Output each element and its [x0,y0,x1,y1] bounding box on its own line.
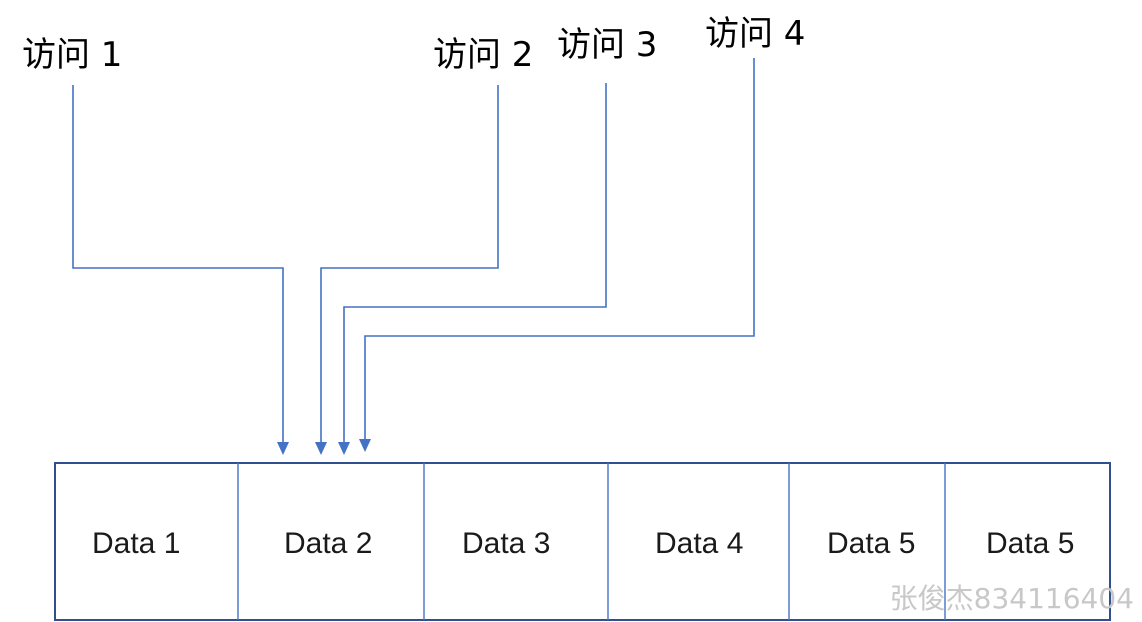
arrow-head-3 [338,442,350,455]
arrow-head-2 [315,442,327,455]
data-cell-1: Data 1 [92,527,180,560]
access-label-2: 访问 2 [433,35,533,75]
access-path-3 [343,83,607,443]
access-label-3: 访问 3 [557,25,657,65]
access-path-1 [72,85,284,443]
arrow-head-1 [277,442,289,455]
data-array: Data 1 Data 2 Data 3 Data 4 Data 5 Data … [54,462,1111,621]
access-path-2 [320,85,499,443]
data-cell-2: Data 2 [284,527,372,560]
watermark-text: 张俊杰834116404 [890,582,1134,615]
data-cell-3: Data 3 [462,527,550,560]
data-cell-4: Data 4 [655,527,743,560]
array-outline [54,462,1111,621]
access-path-4 [364,58,755,440]
access-label-1: 访问 1 [22,35,122,75]
access-label-4: 访问 4 [705,14,805,54]
data-cell-6: Data 5 [986,527,1074,560]
arrow-head-4 [359,439,371,452]
data-cell-5: Data 5 [827,527,915,560]
